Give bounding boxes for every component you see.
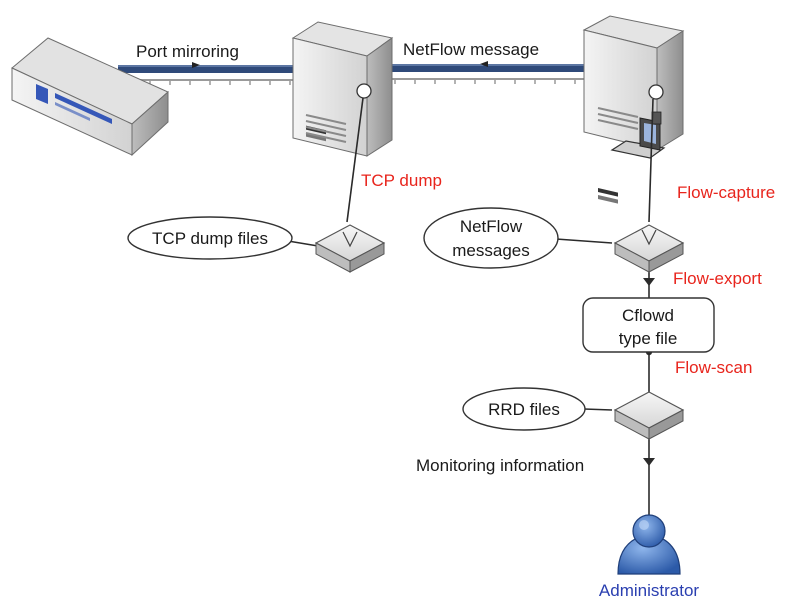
tcp-dump-files-label: TCP dump files — [152, 229, 268, 248]
cable-server-to-collector — [385, 61, 590, 84]
netflow-message-label: NetFlow message — [403, 40, 539, 59]
cflowd-file-label-line1: Cflowd — [622, 306, 674, 325]
netflow-messages-label-line2: messages — [452, 241, 529, 260]
administrator-label: Administrator — [599, 581, 699, 600]
flow-scan-label: Flow-scan — [675, 358, 752, 377]
rrd-files-label: RRD files — [488, 400, 560, 419]
connector-lines — [287, 97, 654, 516]
ellipse-tcp-dump-files — [127, 216, 293, 260]
flow-export-label: Flow-export — [673, 269, 762, 288]
server-flow-collector — [582, 15, 685, 204]
tcp-dump-label: TCP dump — [361, 171, 442, 190]
flow-capture-label: Flow-capture — [677, 183, 775, 202]
disk-icon-tcpdump — [314, 224, 386, 273]
cflowd-file-box — [582, 297, 715, 353]
disk-icon-netflow — [613, 224, 685, 273]
administrator-icon — [617, 514, 681, 575]
network-switch — [11, 37, 169, 157]
cable-switch-to-server — [118, 62, 300, 85]
netflow-messages-label-line1: NetFlow — [460, 217, 523, 236]
monitoring-information-label: Monitoring information — [416, 456, 584, 475]
server-tcpdump — [291, 21, 394, 157]
port-mirroring-label: Port mirroring — [136, 42, 239, 61]
cflowd-file-label-line2: type file — [619, 329, 678, 348]
disk-icon-rrd — [613, 391, 685, 440]
ellipse-rrd-files — [462, 387, 586, 431]
ellipse-netflow-messages — [423, 207, 559, 269]
